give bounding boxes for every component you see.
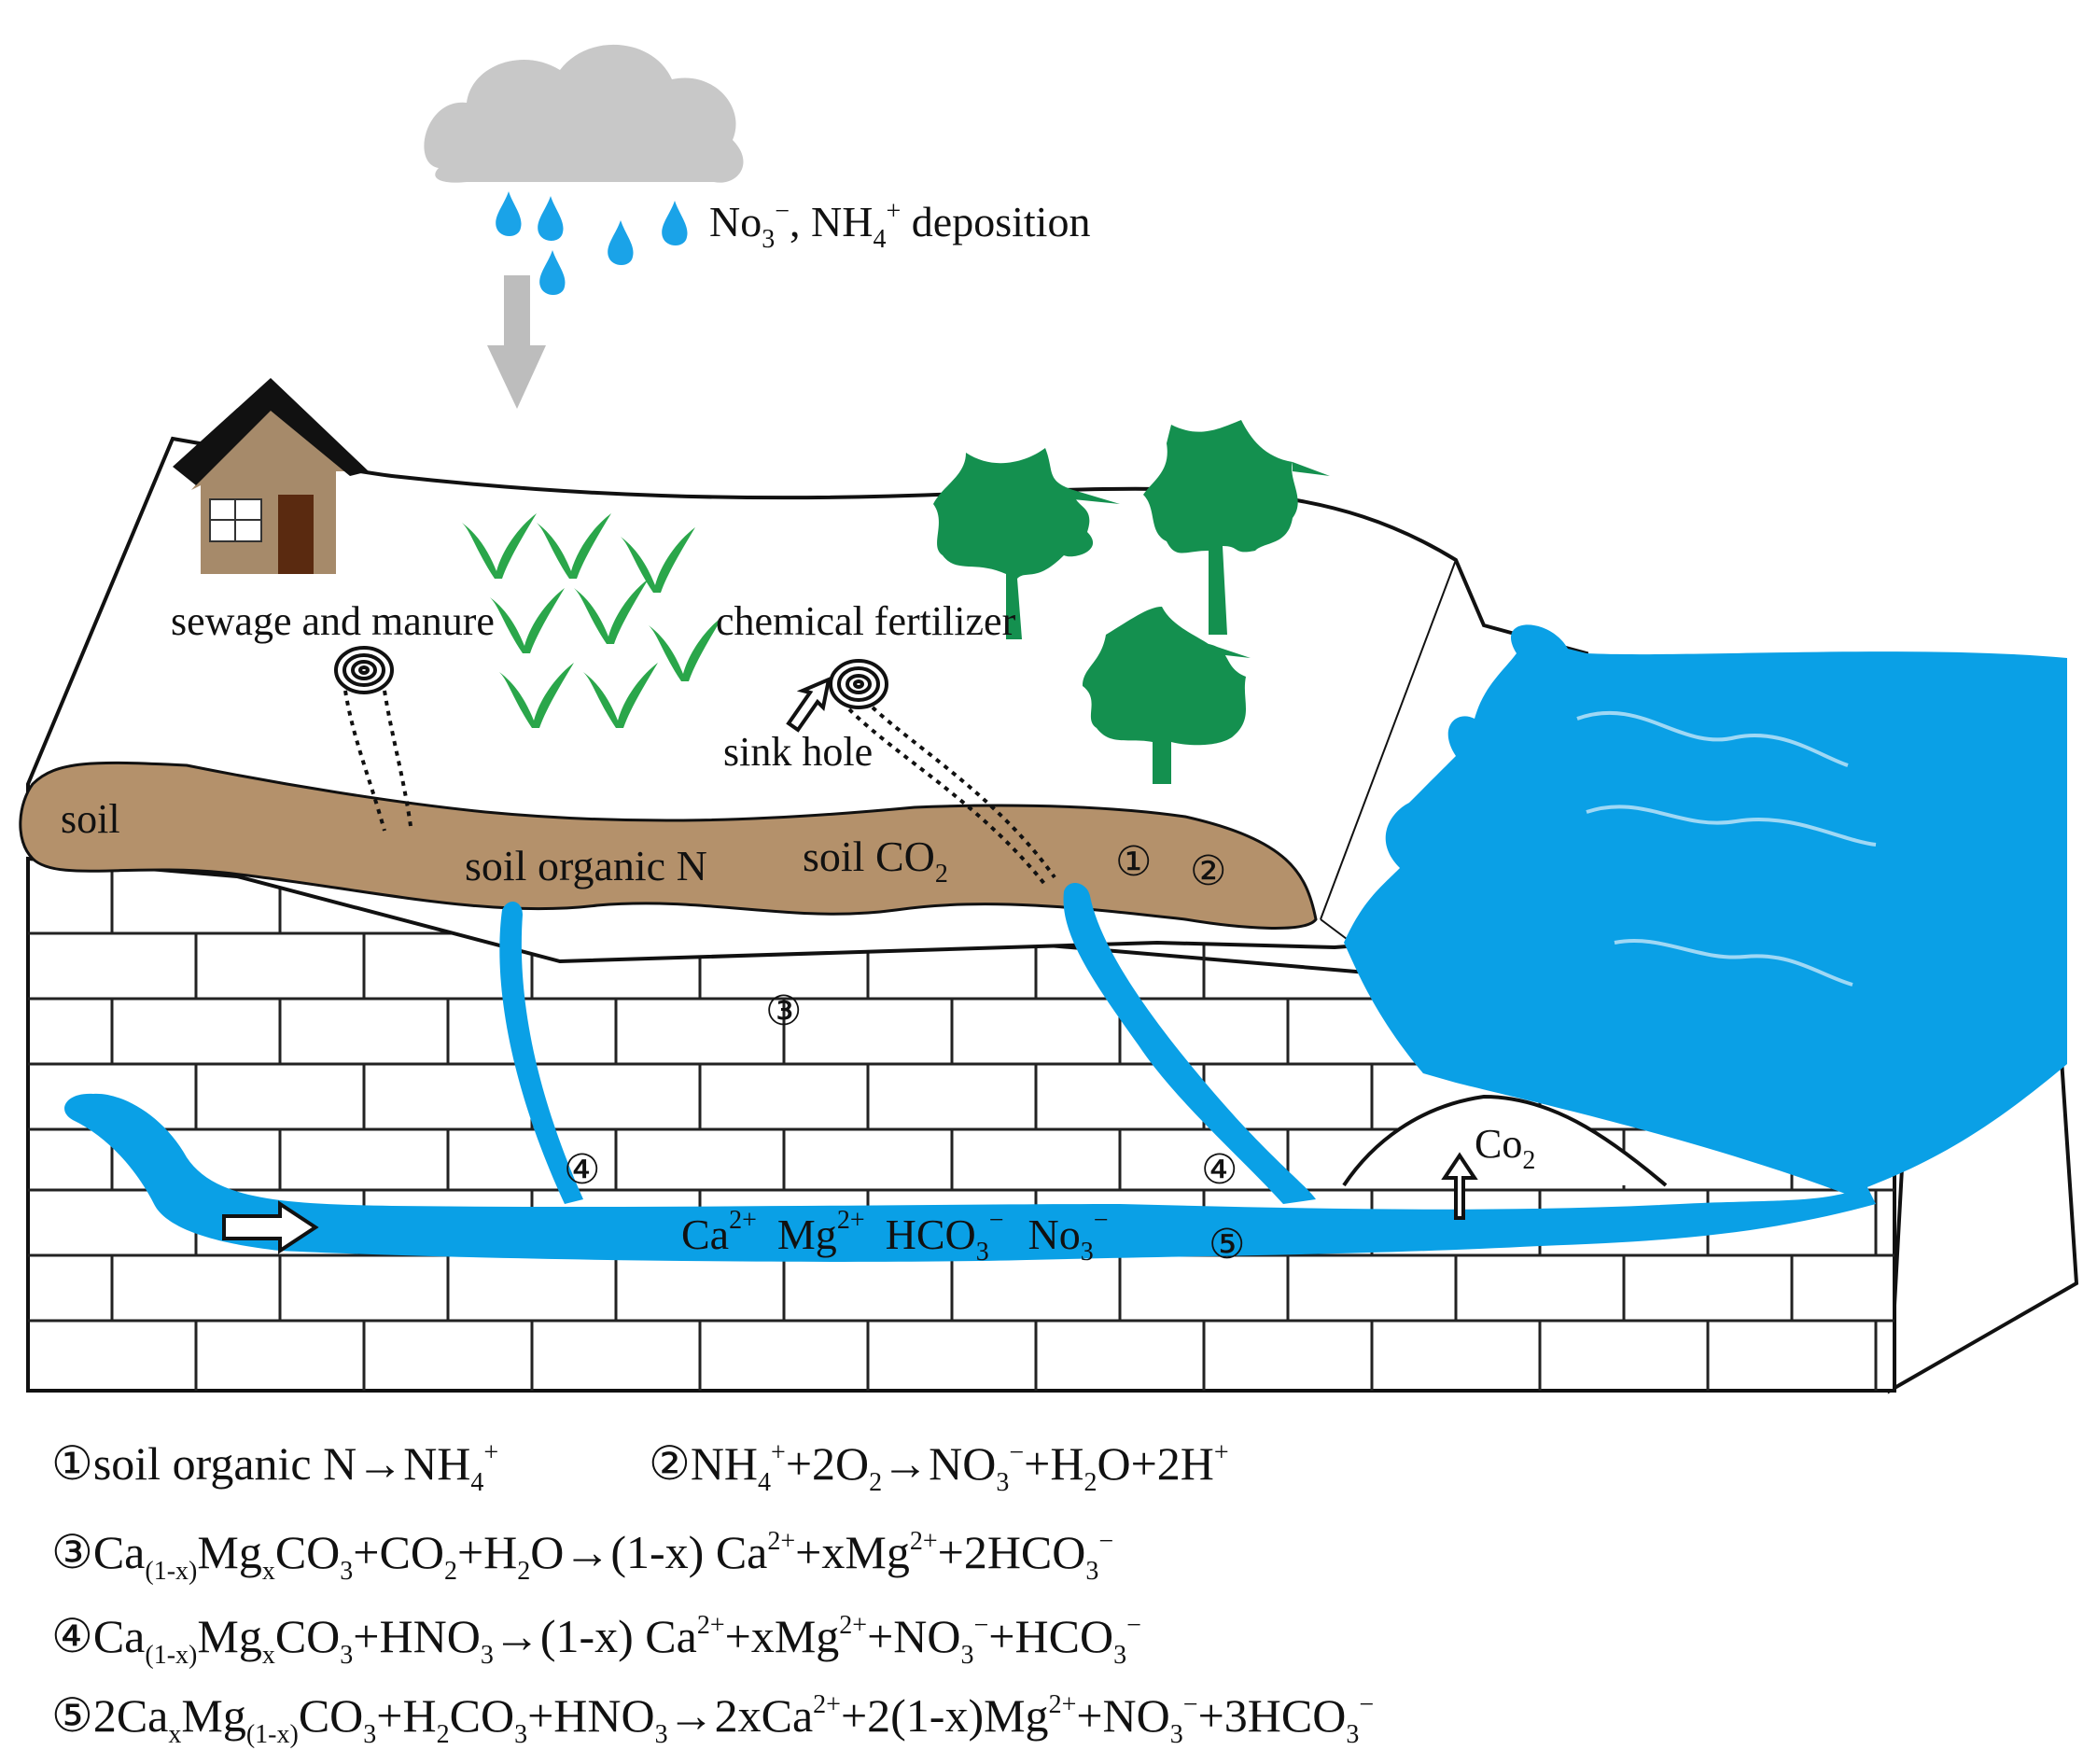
marker-4a: ④ — [564, 1147, 600, 1193]
cave-co2-label: Co2 — [1475, 1121, 1535, 1175]
sinkhole-sewage-icon — [334, 646, 394, 694]
grass-tuft — [583, 663, 658, 728]
house-icon — [173, 378, 369, 574]
sewage-label: sewage and manure — [171, 598, 495, 644]
cloud-icon — [424, 44, 744, 183]
marker-3: ③ — [765, 988, 802, 1034]
marker-1: ① — [1115, 839, 1152, 885]
grass-tuft — [462, 513, 537, 579]
soil-label: soil — [61, 796, 120, 842]
marker-5: ⑤ — [1209, 1222, 1245, 1267]
equation-4: ④Ca(1-x)MgxCO3+HNO3→(1-x) Ca2++xMg2++NO3… — [51, 1610, 1141, 1670]
grass-tuft — [537, 513, 611, 579]
soil-co2-label: soil CO2 — [803, 833, 948, 889]
fertilizer-label: chemical fertilizer — [716, 598, 1016, 644]
grass-tuft — [621, 527, 695, 593]
equation-3: ③Ca(1-x)MgxCO3+CO2+H2O→(1-x) Ca2++xMg2++… — [51, 1526, 1113, 1586]
soil-layer — [19, 761, 1318, 930]
marker-4b: ④ — [1201, 1147, 1237, 1193]
ions-label: Ca2+Mg2+HCO3−No3− — [681, 1206, 1109, 1267]
flow-arrow-icon — [222, 1200, 319, 1254]
grass-tuft — [499, 663, 574, 728]
equation-5: ⑤2CaxMg(1-x)CO3+H2CO3+HNO3→2xCa2++2(1-x)… — [51, 1689, 1374, 1749]
cave-chamber — [1342, 1094, 1668, 1187]
co2-up-arrow-icon — [1441, 1152, 1478, 1220]
grass-icon — [462, 513, 723, 728]
river-water — [1344, 624, 2067, 1195]
sewage-leak-path — [343, 690, 412, 832]
sinkhole-label: sink hole — [723, 729, 873, 775]
sinkhole-fertilizer-icon — [829, 659, 888, 709]
grass-tuft — [649, 616, 723, 681]
trees-icon — [933, 420, 1330, 784]
sinkhole-arrow-icon — [786, 676, 832, 733]
deposition-arrow-icon — [487, 275, 546, 409]
raindrops-icon — [496, 191, 688, 295]
soil-organic-n-label: soil organic N — [465, 842, 707, 889]
grass-tuft — [574, 579, 649, 644]
equation-2: ②NH4++2O2→NO3−+H2O+2H+ — [649, 1437, 1229, 1497]
fertilizer-leak-path — [847, 706, 1056, 887]
groundwater-conduits — [64, 882, 1877, 1262]
marker-2: ② — [1190, 848, 1226, 894]
grass-tuft — [490, 588, 565, 653]
equation-1: ①soil organic N→NH4+ — [51, 1437, 498, 1497]
deposition-label: No3−, NH4+ deposition — [709, 197, 1090, 254]
